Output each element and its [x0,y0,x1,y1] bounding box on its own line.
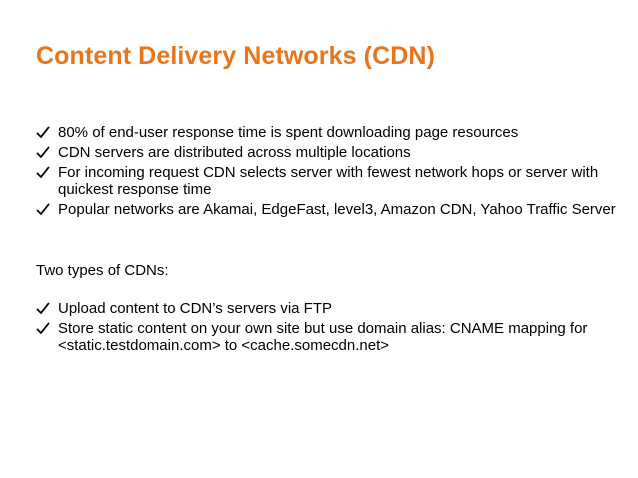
list-item: Popular networks are Akamai, EdgeFast, l… [36,201,616,218]
subheading: Two types of CDNs: [36,262,169,279]
bullet-list-bottom: Upload content to CDN’s servers via FTP … [36,300,616,357]
slide-title: Content Delivery Networks (CDN) [36,42,435,70]
list-item: Upload content to CDN’s servers via FTP [36,300,616,317]
check-mark-icon [36,320,50,337]
list-item: CDN servers are distributed across multi… [36,144,616,161]
bullet-text: 80% of end-user response time is spent d… [58,124,519,141]
bullet-list-top: 80% of end-user response time is spent d… [36,124,616,221]
bullet-text: Store static content on your own site bu… [58,320,588,354]
bullet-text: CDN servers are distributed across multi… [58,144,411,161]
check-mark-icon [36,124,50,141]
bullet-text: Upload content to CDN’s servers via FTP [58,300,332,317]
check-mark-icon [36,144,50,161]
check-mark-icon [36,201,50,218]
check-mark-icon [36,300,50,317]
bullet-text: Popular networks are Akamai, EdgeFast, l… [58,201,616,218]
check-mark-icon [36,164,50,181]
bullet-text: For incoming request CDN selects server … [58,164,599,198]
list-item: 80% of end-user response time is spent d… [36,124,616,141]
list-item: Store static content on your own site bu… [36,320,616,354]
list-item: For incoming request CDN selects server … [36,164,616,198]
